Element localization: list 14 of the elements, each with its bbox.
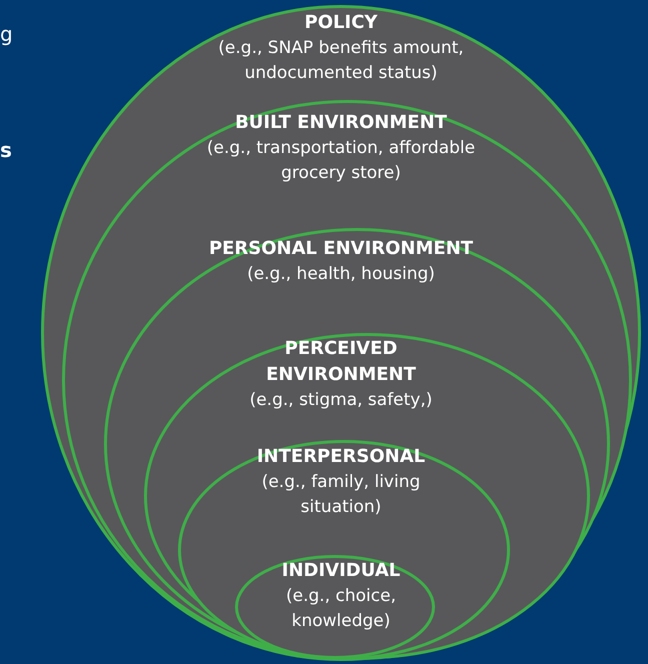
- level-examples: (e.g., choice, knowledge): [285, 585, 397, 633]
- level-examples: (e.g., family, living situation): [260, 471, 422, 519]
- level-heading: PERSONAL ENVIRONMENT: [208, 237, 474, 261]
- level-examples: (e.g., transportation, affordable grocery store): [206, 137, 476, 185]
- level-heading: BUILT ENVIRONMENT: [235, 111, 447, 135]
- cropped-text: s: [0, 138, 12, 162]
- level-heading: POLICY: [304, 11, 378, 35]
- level-examples: (e.g., health, housing): [247, 263, 435, 286]
- level-examples: (e.g., stigma, safety,): [250, 389, 432, 412]
- level-heading: PERCEIVED ENVIRONMENT: [265, 337, 417, 387]
- level-heading: INDIVIDUAL: [282, 559, 400, 583]
- level-heading: INTERPERSONAL: [256, 445, 426, 469]
- cropped-text: g: [0, 22, 13, 46]
- level-examples: (e.g., SNAP benefits amount, undocumented status): [217, 37, 465, 85]
